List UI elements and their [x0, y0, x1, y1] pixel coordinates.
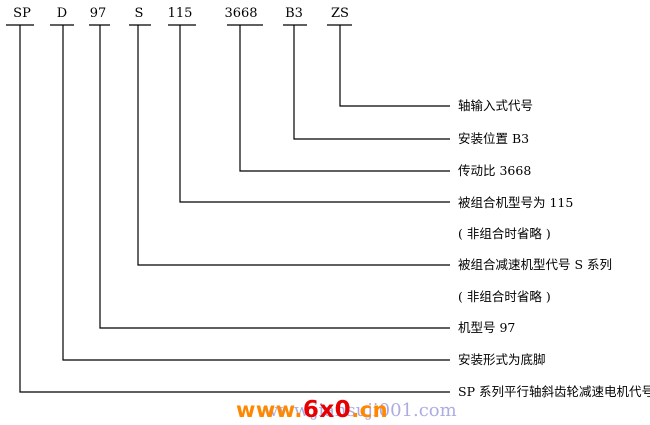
desc-mount-position: 安装位置 B3	[458, 131, 530, 146]
leader-line-3668	[239, 25, 450, 172]
code-3668: 3668	[224, 6, 258, 21]
code-d: D	[56, 6, 68, 21]
code-b3: B3	[285, 6, 303, 21]
watermark-brand: 6x0	[302, 397, 352, 423]
code-115: 115	[167, 6, 193, 21]
leader-line-97	[99, 25, 450, 329]
code-97: 97	[89, 6, 107, 21]
leader-line-b3	[293, 25, 450, 140]
desc-model-number: 机型号 97	[458, 320, 516, 335]
code-s: S	[134, 6, 144, 21]
watermark-tld: .cn	[351, 398, 389, 422]
code-zs: ZS	[331, 6, 349, 21]
desc-combined-model: 被组合机型号为 115	[458, 195, 574, 210]
leader-line-d	[62, 25, 450, 361]
watermark-logo: www.6x0.cn	[236, 397, 388, 423]
desc-omit-note-1: ( 非组合时省略 )	[458, 226, 551, 241]
code-sp: SP	[13, 6, 31, 21]
leader-line-s	[137, 25, 450, 266]
leader-line-sp	[19, 25, 450, 393]
desc-combined-series: 被组合减速机型代号 S 系列	[458, 257, 613, 272]
desc-omit-note-2: ( 非组合时省略 )	[458, 289, 551, 304]
desc-mounting-form: 安装形式为底脚	[458, 352, 546, 367]
leader-line-zs	[339, 25, 450, 107]
desc-input-type: 轴输入式代号	[458, 98, 534, 113]
desc-series-code: SP 系列平行轴斜齿轮减速电机代号	[458, 384, 650, 399]
leader-line-115	[179, 25, 450, 203]
watermark-www: www.	[236, 398, 303, 422]
watermark-url: www.jiansuji001.com	[263, 400, 457, 421]
desc-ratio: 传动比 3668	[458, 163, 532, 178]
